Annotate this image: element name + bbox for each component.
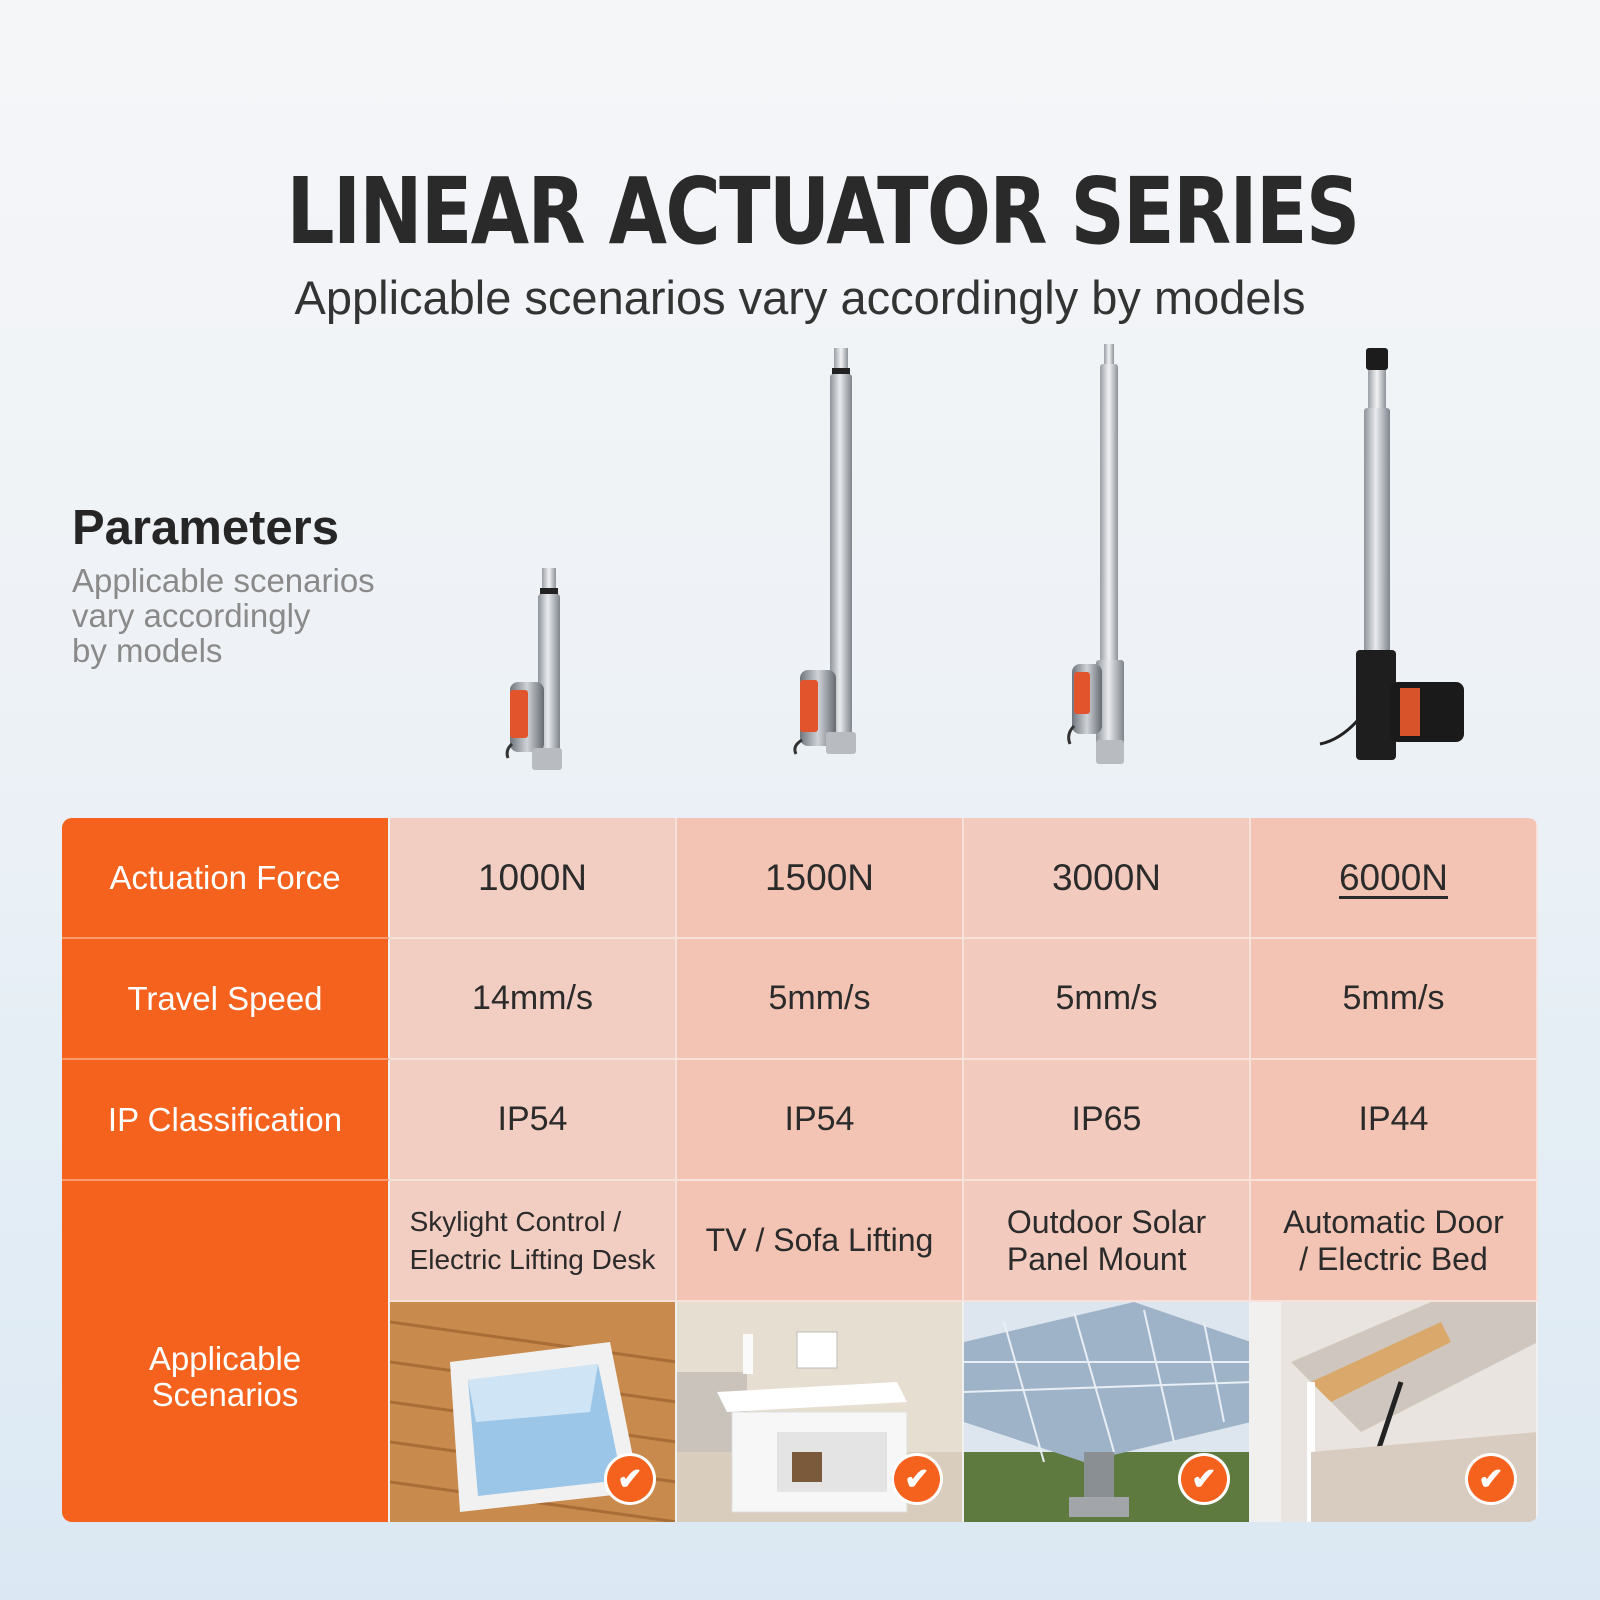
scenario-text-line: Panel Mount [1006,1240,1187,1277]
page-title: LINEAR ACTUATOR SERIES [286,158,1361,265]
force-value: 3000N [964,818,1251,939]
ip-value: IP54 [390,1060,677,1181]
speed-value: 5mm/s [677,939,964,1060]
actuator-1000n-image [505,568,562,770]
scenario-text-line: Automatic Door [1283,1203,1504,1240]
solar-panel-photo: ✔ [964,1302,1251,1522]
actuator-6000n-image [1319,348,1464,760]
ip-value: IP54 [677,1060,964,1181]
actuator-1500n-image [793,348,856,755]
speed-value: 5mm/s [964,939,1251,1060]
lift-table-photo: ✔ [677,1302,964,1522]
parameters-heading: Parameters [72,501,339,555]
storage-bed-photo: ✔ [1251,1302,1538,1522]
scenario-text: Skylight Control / Electric Lifting Desk [390,1181,677,1302]
actuator-product-images [505,344,1464,770]
row-label-actuation-force: Actuation Force [62,818,390,939]
scenarios-label-line: Scenarios [151,1375,299,1413]
scenario-text-line: / Electric Bed [1299,1240,1488,1277]
speed-value: 14mm/s [390,939,677,1060]
force-value[interactable]: 6000N [1338,856,1449,898]
checkmark-icon: ✔ [607,1456,653,1502]
parameters-desc-line: Applicable scenarios [72,562,375,599]
page-subtitle: Applicable scenarios vary accordingly by… [294,271,1306,324]
scenario-text-line: Skylight Control / [409,1205,622,1237]
row-label-travel-speed: Travel Speed [62,939,390,1060]
checkmark-icon: ✔ [1468,1456,1514,1502]
speed-value: 5mm/s [1251,939,1538,1060]
scenario-text-line: Electric Lifting Desk [409,1243,656,1275]
scenario-text-line: TV / Sofa Lifting [705,1222,934,1258]
force-value: 1500N [677,818,964,939]
ip-value: IP44 [1251,1060,1538,1181]
force-value: 1000N [390,818,677,939]
scenarios-label-line: Applicable [148,1339,302,1377]
scenario-text: Outdoor Solar Panel Mount [964,1181,1251,1302]
ip-value: IP65 [964,1060,1251,1181]
actuator-3000n-image [1067,344,1124,764]
row-label-applicable-scenarios: Applicable Scenarios [62,1181,390,1522]
parameters-description: Applicable scenarios vary accordingly by… [72,563,432,668]
scenario-text: Automatic Door / Electric Bed [1251,1181,1538,1302]
scenario-text-line: Outdoor Solar [1006,1203,1207,1240]
force-value-link[interactable]: 6000N [1251,818,1538,939]
spec-table: Actuation Force 1000N 1500N 3000N 6000N … [62,818,1538,1522]
checkmark-icon: ✔ [1181,1456,1227,1502]
scenario-text: TV / Sofa Lifting [677,1181,964,1302]
skylight-photo: ✔ [390,1302,677,1522]
parameters-desc-line: vary accordingly [72,597,311,634]
row-label-ip-classification: IP Classification [62,1060,390,1181]
parameters-desc-line: by models [72,632,223,669]
checkmark-icon: ✔ [894,1456,940,1502]
